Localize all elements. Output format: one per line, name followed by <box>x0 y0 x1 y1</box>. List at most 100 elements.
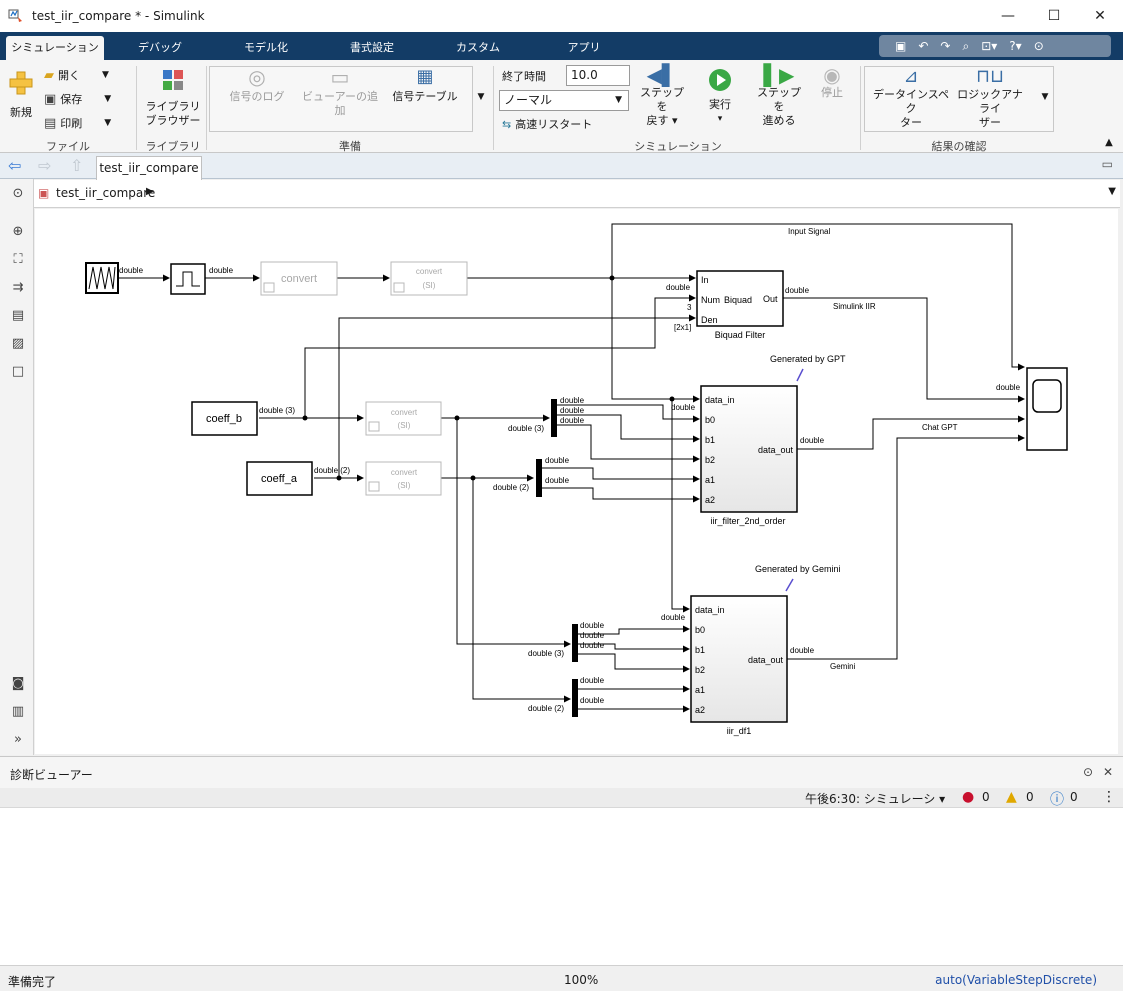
area-icon[interactable]: □ <box>11 364 25 379</box>
close-button[interactable]: ✕ <box>1094 8 1106 24</box>
step-forward-button[interactable]: ▌▶ ステップを 進める <box>752 63 806 128</box>
gemini-port-data-in: data_in <box>695 605 725 615</box>
coeff-a-block[interactable]: coeff_a <box>246 461 313 496</box>
forward-arrow-icon[interactable]: ⇨ <box>38 156 52 175</box>
find-icon[interactable]: ⊡▾ <box>981 39 998 53</box>
status-solver[interactable]: auto(VariableStepDiscrete) <box>935 973 1097 987</box>
image-icon[interactable]: ▨ <box>11 336 25 351</box>
panel-menu-icon[interactable]: ⊙ <box>1082 765 1093 779</box>
demux-gemini-b[interactable] <box>572 624 578 662</box>
gemini-block-name: iir_df1 <box>727 726 752 736</box>
help-icon[interactable]: ?▾ <box>1009 39 1022 53</box>
label-double-gemini-in: double <box>661 613 686 622</box>
camera-icon[interactable]: ◙ <box>11 676 25 691</box>
gpt-port-b2: b2 <box>705 455 715 465</box>
gemini-port-data-out: data_out <box>748 655 784 665</box>
signal-log-button[interactable]: ◎ 信号のログ <box>222 67 292 104</box>
convert-block-2-unit: (SI) <box>423 281 436 290</box>
library-browser-button[interactable]: ライブラリ ブラウザー <box>142 68 204 128</box>
prepare-expand-button[interactable]: ▼ <box>477 92 485 102</box>
demux-gpt-a[interactable] <box>536 459 542 497</box>
demux-gpt-b[interactable] <box>551 399 557 437</box>
tab-simulation[interactable]: シミュレーション <box>6 36 104 60</box>
breadcrumb-arrow-icon[interactable]: ▶ <box>146 186 154 197</box>
status-zoom[interactable]: 100% <box>564 973 599 987</box>
model-tab[interactable]: test_iir_compare <box>96 156 202 180</box>
undo-icon[interactable]: ↶ <box>918 39 929 53</box>
panel-close-icon[interactable]: ✕ <box>1102 765 1113 779</box>
convert-block-a[interactable]: convert (SI) <box>365 461 442 496</box>
gemini-port-a1: a1 <box>695 685 705 695</box>
tab-debug[interactable]: デバッグ <box>138 41 182 54</box>
print-button[interactable]: ▤ 印刷 ▼ <box>44 115 111 131</box>
logic-analyzer-label-1: ロジックアナライ <box>957 88 1023 115</box>
options-icon[interactable]: ⊙ <box>1033 39 1044 53</box>
redo-icon[interactable]: ↷ <box>940 39 951 53</box>
zero-order-hold-block[interactable] <box>170 263 206 295</box>
scope-block[interactable] <box>1026 367 1068 451</box>
open-button[interactable]: ▰ 開く ▼ <box>44 67 109 83</box>
iir-filter-2nd-order-block[interactable]: data_in b0 b1 b2 a1 a2 data_out <box>700 385 798 513</box>
keyboard-icon[interactable]: ▭ <box>1101 157 1113 171</box>
save-button[interactable]: ▣ 保存 ▼ <box>44 91 111 107</box>
tab-format[interactable]: 書式設定 <box>350 41 394 54</box>
signal-table-button[interactable]: ▦ 信号テーブル <box>388 68 462 104</box>
hide-browser-icon[interactable]: ⊙ <box>12 186 24 201</box>
convert-block-2[interactable]: convert (SI) <box>390 261 468 296</box>
search-icon[interactable]: ⌕ <box>962 38 970 53</box>
stop-button[interactable]: ◉ 停止 <box>814 65 850 100</box>
print-label: 印刷 <box>60 117 83 130</box>
signal-source-block[interactable] <box>85 262 119 294</box>
fast-restart-button[interactable]: ⇆ 高速リスタート <box>502 116 592 132</box>
more-options-icon[interactable]: ⋮ <box>1102 789 1116 805</box>
iir-df1-block[interactable]: data_in b0 b1 b2 a1 a2 data_out <box>690 595 788 723</box>
diagnostic-timestamp[interactable]: 午後6:30: シミュレーシ ▾ <box>805 792 946 806</box>
warning-icon[interactable]: ▲ <box>1006 789 1017 805</box>
convert-block-1[interactable]: convert <box>260 261 338 296</box>
more-tools-icon[interactable]: » <box>14 732 22 747</box>
biquad-filter-block[interactable]: In Num Den Biquad Out <box>696 270 784 327</box>
run-button[interactable]: 実行 ▾ <box>700 68 740 126</box>
convert-block-2-label: convert <box>416 267 443 276</box>
step-forward-icon: ▌▶ <box>763 63 795 87</box>
coeff-b-block[interactable]: coeff_b <box>191 401 258 436</box>
save-icon[interactable]: ▣ <box>895 39 907 53</box>
simulation-mode-select[interactable]: ノーマル ▼ <box>499 90 629 111</box>
convert-block-b[interactable]: convert (SI) <box>365 401 442 436</box>
zoom-icon[interactable]: ⊕ <box>12 224 24 239</box>
stop-time-input[interactable]: 10.0 <box>566 65 630 86</box>
new-button[interactable]: 新規 <box>6 70 36 120</box>
data-inspector-button[interactable]: ⊿ データインスペク ター <box>872 68 950 130</box>
demux-gemini-a[interactable] <box>572 679 578 717</box>
add-viewer-button[interactable]: ▭ ビューアーの追 加 <box>298 67 382 118</box>
maximize-button[interactable]: ☐ <box>1047 8 1061 24</box>
fit-view-icon[interactable]: ⛶ <box>13 252 23 267</box>
collapse-ribbon-button[interactable]: ▲ <box>1105 137 1113 148</box>
error-icon[interactable]: ● <box>962 789 975 805</box>
address-dropdown-icon[interactable]: ▼ <box>1108 186 1116 197</box>
tab-custom[interactable]: カスタム <box>456 41 500 54</box>
model-info-icon[interactable]: ▥ <box>11 704 25 719</box>
simulink-app-icon <box>8 9 22 22</box>
run-play-icon <box>709 69 731 91</box>
logic-analyzer-button[interactable]: ⊓⊔ ロジックアナライ ザー <box>952 68 1028 130</box>
biquad-port-out: Out <box>763 294 778 304</box>
label-gpt-a-out-2: double <box>545 476 570 485</box>
model-canvas[interactable]: convert convert (SI) convert (SI) conver… <box>35 209 1118 754</box>
label-dim-num: 3 <box>687 303 692 312</box>
minimize-button[interactable]: — <box>1001 8 1015 24</box>
breadcrumb[interactable]: test_iir_compare <box>56 186 156 200</box>
biquad-title: Biquad <box>724 295 752 305</box>
tab-modeling[interactable]: モデル化 <box>244 41 288 54</box>
signal-flow-icon[interactable]: ⇉ <box>12 280 24 295</box>
step-back-button[interactable]: ◀▌ ステップを 戻す ▾ <box>636 65 688 128</box>
label-gpt-b-out-3: double <box>560 416 585 425</box>
back-arrow-icon[interactable]: ⇦ <box>8 156 22 175</box>
data-inspector-label-2: ター <box>900 116 922 129</box>
info-icon[interactable]: ⓘ <box>1050 792 1064 808</box>
up-arrow-icon[interactable]: ⇧ <box>70 156 84 175</box>
simulation-mode-value: ノーマル <box>504 93 553 107</box>
annotation-icon[interactable]: ▤ <box>11 308 25 323</box>
review-expand-button[interactable]: ▼ <box>1041 92 1049 102</box>
tab-apps[interactable]: アプリ <box>567 41 601 54</box>
